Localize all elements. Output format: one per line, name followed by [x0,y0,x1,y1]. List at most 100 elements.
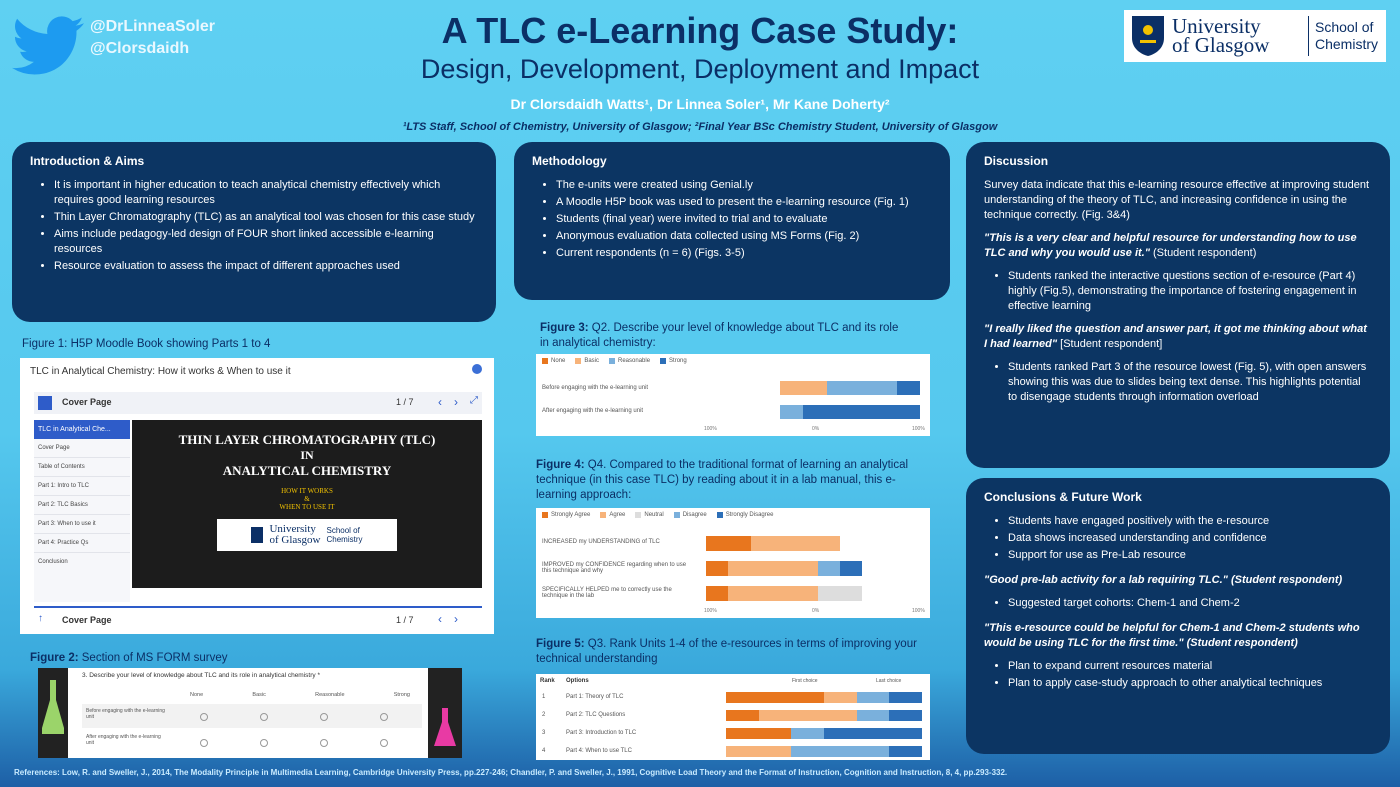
sidebar-item[interactable]: Cover Page [34,439,130,458]
chart-bar [817,561,840,576]
last-choice-label: Last choice [876,678,902,684]
chart-bar [791,728,824,739]
slide-title: IN [300,448,314,462]
legend-swatch [542,512,548,518]
caption-text: Q2. Describe your level of knowledge abo… [540,322,899,349]
survey-row: Before engaging with the e-learning unit [82,704,422,728]
legend-item: Agree [600,512,625,518]
chart-bar [706,561,729,576]
discussion-heading: Discussion [984,154,1049,168]
survey-col: Basic [252,692,266,698]
chart-bar [706,586,729,601]
survey-col: None [190,692,204,698]
footer-page-count: 1 / 7 [396,615,414,625]
slide-subtitle: HOW IT WORKS [281,487,333,495]
methodology-heading: Methodology [532,154,607,168]
discussion-list-1: Students ranked the interactive question… [984,269,1372,314]
quote-source: [Student respondent] [1057,338,1163,350]
radio-button[interactable] [200,739,208,747]
methodology-list: The e-units were created using Genial.ly… [532,178,932,261]
menu-icon[interactable] [38,396,52,410]
chart-bar [791,746,890,757]
references: References: Low, R. and Sweller, J., 201… [14,768,1008,777]
legend-label: Strong [669,358,687,364]
legend-swatch [575,358,582,364]
target-list: Suggested target cohorts: Chem-1 and Che… [984,596,1372,611]
next-page-icon[interactable]: › [454,612,458,626]
legend-item: Neutral [635,512,664,518]
chart-bar [856,692,890,703]
sidebar-item[interactable]: Part 4: Practice Qs [34,534,130,553]
radio-button[interactable] [260,739,268,747]
book-footer: ↑ Cover Page 1 / 7 ‹ › [34,610,482,630]
legend-swatch [609,358,616,364]
discussion-text: Survey data indicate that this e-learnin… [984,179,1370,221]
settings-icon[interactable] [472,364,482,374]
logo-text: of Glasgow [269,534,321,546]
chart-bar [726,692,824,703]
survey-col: Reasonable [315,692,345,698]
rank-number: 2 [542,712,546,718]
book-window-title: TLC in Analytical Chemistry: How it work… [30,366,291,377]
prev-page-icon[interactable]: ‹ [438,612,442,626]
conclusions-quote-1: "Good pre-lab activity for a lab requiri… [984,574,1343,586]
twitter-handle-1[interactable]: @DrLinneaSoler [90,18,215,35]
radio-button[interactable] [380,739,388,747]
list-item: It is important in higher education to t… [54,178,478,208]
legend-swatch [673,512,680,518]
axis-tick: 100% [704,608,717,614]
scroll-up-icon[interactable]: ↑ [38,613,43,624]
sidebar-item[interactable]: Part 2: TLC Basics [34,496,130,515]
chart-bar [824,728,922,739]
sidebar-item[interactable]: Part 3: When to use it [34,515,130,534]
chart-legend: Strongly Agree Agree Neutral Disagree St… [536,508,930,522]
prev-page-icon[interactable]: ‹ [438,395,442,409]
legend-label: Disagree [682,512,707,518]
axis-tick: 0% [812,426,820,432]
rank-number: 1 [542,694,546,700]
chart-bar [824,692,857,703]
survey-row-label: Before engaging with the e-learning unit [86,708,165,720]
logo-chemistry-line: Chemistry [1315,36,1379,52]
axis-tick: 0% [812,608,820,614]
list-item: Suggested target cohorts: Chem-1 and Che… [1008,596,1372,611]
survey-row: After engaging with the e-learning unit [82,730,422,754]
next-page-icon[interactable]: › [454,395,458,409]
radio-button[interactable] [320,713,328,721]
survey-col: Strong [393,692,410,698]
university-logo: University of Glasgow School of Chemistr… [1124,10,1386,62]
radio-button[interactable] [320,739,328,747]
fullscreen-icon[interactable]: ⤢ [470,395,478,406]
radio-button[interactable] [260,713,268,721]
plans-list: Plan to expand current resources materia… [984,659,1372,691]
chart-bar [728,586,818,601]
fig2-ms-form: 3. Describe your level of knowledge abou… [38,668,462,758]
sidebar-title[interactable]: TLC in Analytical Che... [34,420,130,439]
list-item: Students ranked Part 3 of the resource l… [1008,360,1372,405]
book-sidebar: TLC in Analytical Che... Cover Page Tabl… [34,420,130,602]
sidebar-item[interactable]: Conclusion [38,559,68,565]
conclusions-heading: Conclusions & Future Work [984,490,1142,504]
fig5-caption: Figure 5: Q3. Rank Units 1-4 of the e-re… [536,637,936,667]
radio-button[interactable] [380,713,388,721]
chart-bar [889,710,922,721]
list-item: A Moodle H5P book was used to present th… [556,195,932,210]
logo-university-line: University [1172,14,1261,38]
intro-panel: Introduction & Aims It is important in h… [12,142,496,322]
sidebar-item[interactable]: Table of Contents [34,458,130,477]
twitter-handle-2[interactable]: @Clorsdaidh [90,40,190,57]
survey-question: 3. Describe your level of knowledge abou… [82,672,320,679]
legend-label: Strongly Agree [551,512,591,518]
legend-item: Reasonable [609,358,650,364]
chart-bar [896,381,920,395]
sidebar-item[interactable]: Part 1: Intro to TLC [34,477,130,496]
logo-divider [1308,16,1309,56]
chart-bar [889,746,922,757]
discussion-list-2: Students ranked Part 3 of the resource l… [984,360,1372,405]
caption-label: Figure 4: [536,459,585,471]
first-choice-label: First choice [792,678,818,684]
chart-legend: None Basic Reasonable Strong [536,354,930,368]
list-item: Support for use as Pre-Lab resource [1008,548,1372,563]
radio-button[interactable] [200,713,208,721]
